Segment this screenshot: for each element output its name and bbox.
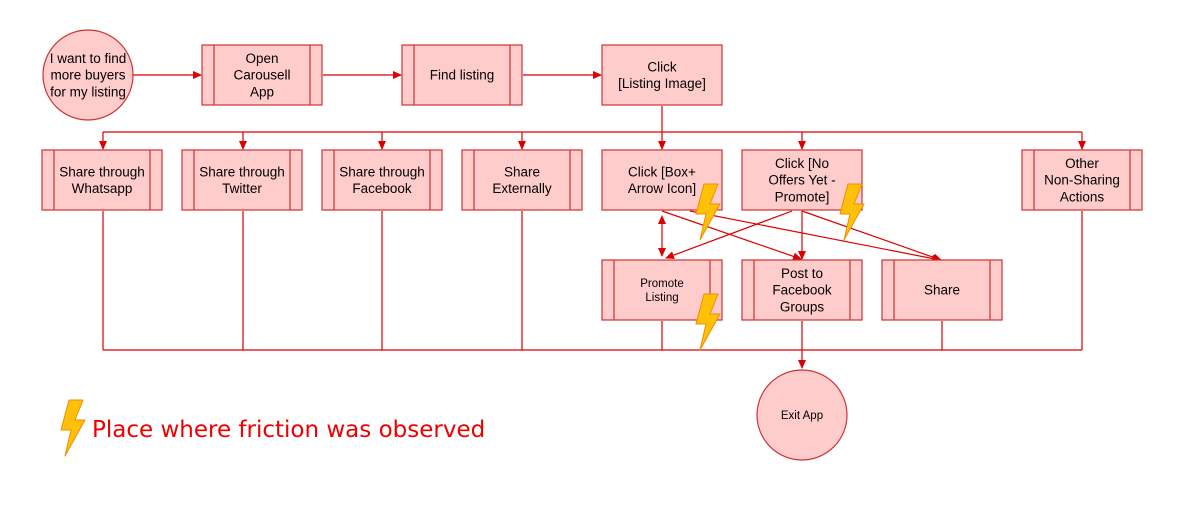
edge-box-arrow-post-fb <box>661 210 802 261</box>
node-share-label: Share <box>924 283 960 298</box>
node-open-app-shape <box>201 44 323 106</box>
edge-no-offers-promote <box>665 210 793 259</box>
node-share-shape <box>881 259 1003 321</box>
node-find-listing: Find listing <box>401 44 523 106</box>
node-share-external-shape <box>461 149 583 211</box>
node-click-image-label: Click[Listing Image] <box>618 59 706 91</box>
node-exit-app-shape <box>756 369 848 461</box>
node-exit-app: Exit App <box>756 369 848 461</box>
legend: Place where friction was observed <box>60 399 485 457</box>
friction-bolt-icon <box>695 293 721 351</box>
friction-bolt-icon <box>695 183 721 241</box>
node-post-fb-groups-shape <box>741 259 863 321</box>
edge-box-arrow-share <box>689 210 941 263</box>
node-share-facebook-shape <box>321 149 443 211</box>
node-share-twitter-shape <box>181 149 303 211</box>
lightning-bolt-icon <box>60 399 86 457</box>
node-share-whatsapp-shape <box>41 149 163 211</box>
friction-bolt-icon <box>839 183 865 241</box>
node-start-shape <box>42 29 134 121</box>
node-click-image-shape <box>601 44 723 106</box>
friction-markers <box>695 183 865 351</box>
node-click-box-arrow: Click [Box+Arrow Icon] <box>601 149 723 211</box>
legend-text: Place where friction was observed <box>92 417 485 443</box>
edge-no-offers-share <box>801 210 942 262</box>
node-exit-app-label: Exit App <box>781 410 823 422</box>
node-find-listing-label: Find listing <box>430 68 495 83</box>
edges <box>99 71 1086 369</box>
node-click-box-arrow-label: Click [Box+Arrow Icon] <box>628 164 696 196</box>
node-find-listing-shape <box>401 44 523 106</box>
node-click-image: Click[Listing Image] <box>601 44 723 106</box>
node-click-no-offers-shape <box>741 149 863 211</box>
node-share: Share <box>881 259 1003 321</box>
node-other-actions-shape <box>1021 149 1143 211</box>
